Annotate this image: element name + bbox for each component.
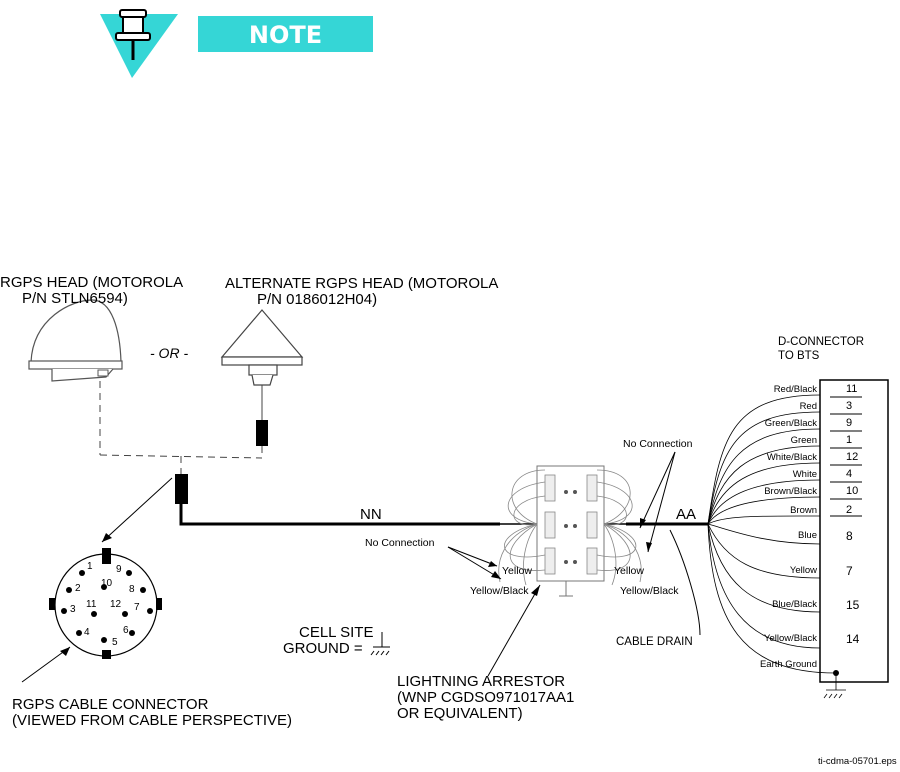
d-connector-pin-number: 1 bbox=[846, 434, 853, 446]
d-connector-pin-number: 9 bbox=[846, 417, 853, 429]
cable-connector-face-icon bbox=[49, 548, 162, 659]
d-connector-pin-number: 8 bbox=[846, 529, 853, 543]
wire-color-label: Earth Ground bbox=[759, 659, 817, 670]
wire-color-label: Green/Black bbox=[764, 418, 817, 429]
wire-color-label: Red bbox=[799, 401, 817, 412]
wire-color-label: Green bbox=[790, 435, 817, 446]
fan-out-wires bbox=[707, 394, 846, 699]
arrestor-caption-part: (WNP CGDSO971017AA1 bbox=[397, 689, 575, 706]
wire-color-label: Blue bbox=[797, 530, 817, 541]
connector-caption-sub: (VIEWED FROM CABLE PERSPECTIVE) bbox=[12, 712, 293, 729]
wire-color-label: Yellow bbox=[614, 565, 644, 577]
arrestor-caption: LIGHTNING ARRESTOR bbox=[397, 673, 566, 690]
cable-aa-label: AA bbox=[676, 506, 697, 523]
wire-color-label: Yellow/Black bbox=[764, 633, 817, 644]
wire-color-label: Red/Black bbox=[773, 384, 817, 395]
pin-label: 5 bbox=[112, 637, 118, 648]
file-id-label: ti-cdma-05701.eps bbox=[818, 756, 897, 767]
pin-label: 10 bbox=[101, 578, 113, 589]
lightning-arrestor-body bbox=[498, 465, 642, 597]
note-banner: NOTE bbox=[198, 16, 373, 52]
connector-caption: RGPS CABLE CONNECTOR bbox=[12, 696, 209, 713]
pin-label: 2 bbox=[75, 583, 81, 594]
pin-label: 3 bbox=[70, 604, 76, 615]
ground-legend-equals: GROUND = bbox=[283, 640, 363, 657]
pin-label: 4 bbox=[84, 627, 90, 638]
rgps-head-label: RGPS HEAD (MOTOROLA bbox=[0, 274, 184, 291]
no-connection-label: No Connection bbox=[623, 438, 693, 450]
pin-label: 9 bbox=[116, 564, 122, 575]
wire-color-label: Blue/Black bbox=[772, 599, 817, 610]
d-connector-pin-number: 4 bbox=[846, 468, 853, 480]
d-connector-pin-number: 14 bbox=[846, 632, 860, 646]
pin-label: 7 bbox=[134, 602, 140, 613]
d-connector-pin-number: 3 bbox=[846, 400, 853, 412]
d-connector-body bbox=[819, 379, 889, 683]
wire-color-label: Yellow/Black bbox=[620, 585, 679, 597]
d-connector-pin-number: 7 bbox=[846, 564, 853, 578]
pin-label: 6 bbox=[123, 625, 129, 636]
or-label: - OR - bbox=[150, 345, 189, 361]
wire-color-label: Brown/Black bbox=[764, 486, 817, 497]
d-connector-pin-number: 12 bbox=[846, 451, 859, 463]
pin-label: 1 bbox=[87, 561, 93, 572]
pin-label: 12 bbox=[110, 599, 122, 610]
cable-plug-icon bbox=[175, 474, 188, 504]
no-connection-label: No Connection bbox=[365, 537, 435, 549]
wire-color-label: Yellow bbox=[502, 565, 532, 577]
wire-color-label: Yellow/Black bbox=[470, 585, 529, 597]
dashed-cable-run bbox=[99, 381, 263, 474]
pin-label: 8 bbox=[129, 584, 135, 595]
d-connector-pin-number: 10 bbox=[846, 485, 859, 497]
d-connector-subtitle: TO BTS bbox=[778, 350, 820, 362]
alternate-head-part-number: P/N 0186012H04) bbox=[257, 291, 378, 308]
rgps-head-part-number: P/N STLN6594) bbox=[22, 290, 128, 307]
cable-drain-label: CABLE DRAIN bbox=[616, 636, 693, 648]
wire-color-label: Brown bbox=[790, 505, 817, 516]
rgps-head-dome-icon bbox=[28, 299, 123, 382]
wire-color-label: White/Black bbox=[766, 452, 817, 463]
d-connector-pin-number: 2 bbox=[846, 504, 853, 516]
wire-color-label: White bbox=[792, 469, 817, 480]
d-connector-pin-number: 11 bbox=[846, 383, 858, 395]
alternate-head-label: ALTERNATE RGPS HEAD (MOTOROLA bbox=[225, 275, 499, 292]
pushpin-note-icon bbox=[100, 9, 178, 78]
d-connector-pin-number: 15 bbox=[846, 598, 860, 612]
ground-legend-label: CELL SITE bbox=[299, 624, 374, 641]
cable-nn-label: NN bbox=[360, 506, 382, 523]
pin-label: 11 bbox=[86, 599, 97, 610]
wire-color-label: Yellow bbox=[789, 565, 817, 576]
arrestor-caption-equivalent: OR EQUIVALENT) bbox=[397, 705, 523, 722]
d-connector-title: D-CONNECTOR bbox=[778, 336, 865, 348]
ground-symbol-icon bbox=[370, 632, 390, 656]
alternate-rgps-head-cone-icon bbox=[220, 309, 304, 446]
